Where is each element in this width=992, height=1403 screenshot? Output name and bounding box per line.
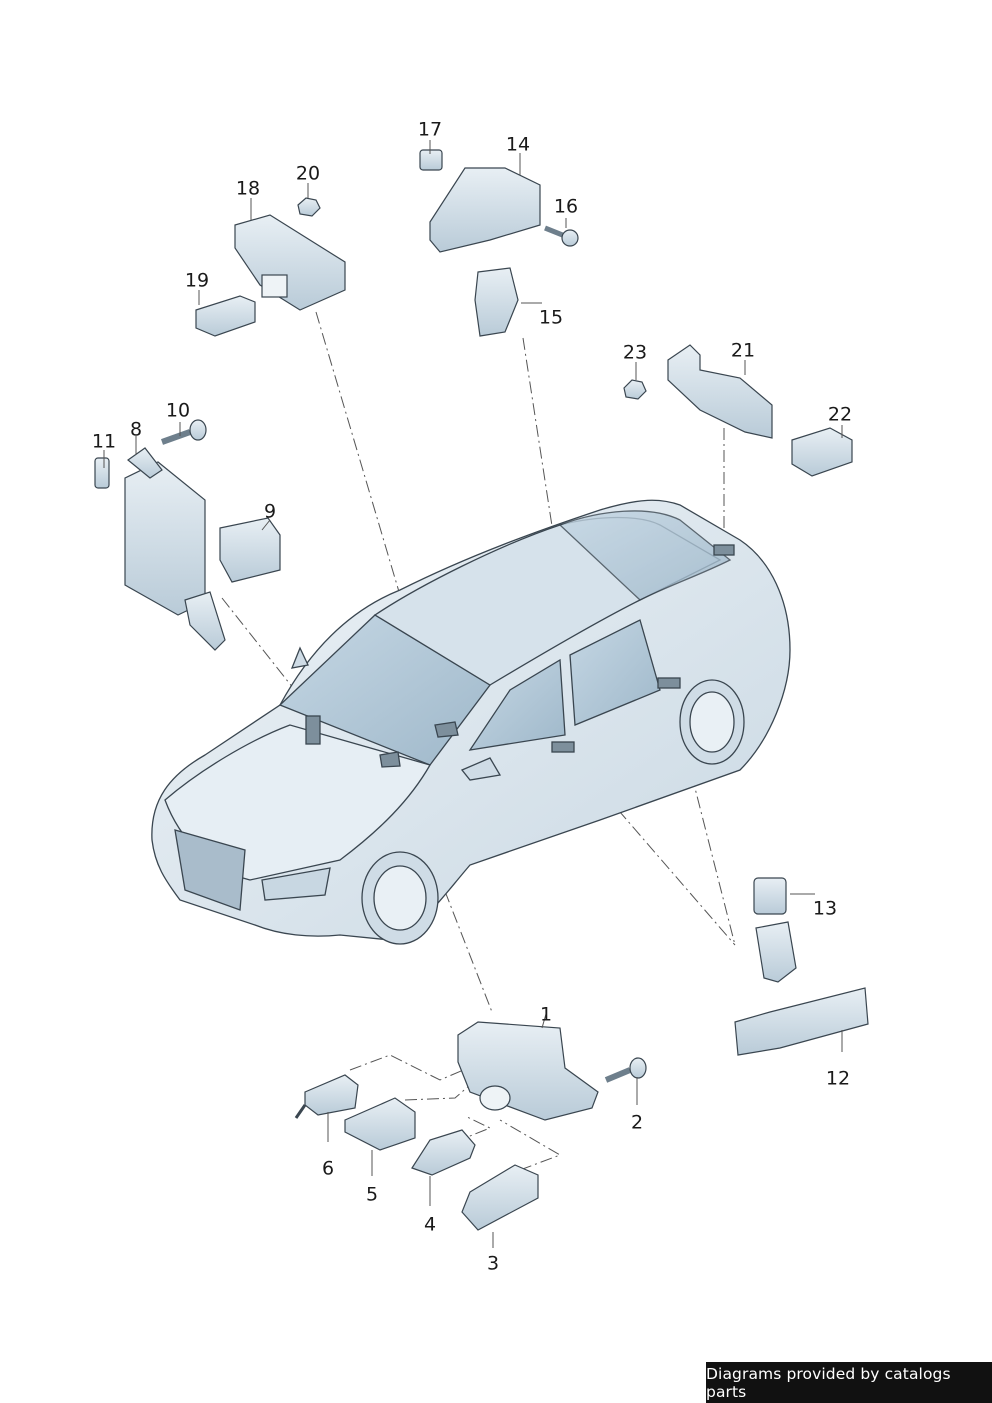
- callout-4: 4: [423, 1213, 437, 1236]
- callout-2: 2: [630, 1111, 644, 1134]
- part-20-nut: [297, 197, 321, 217]
- part-15-connector: [474, 267, 519, 337]
- part-6-cable: [294, 1104, 307, 1119]
- part-4-connector: [411, 1129, 476, 1176]
- callout-13: 13: [812, 897, 838, 920]
- part-18-connector: [261, 274, 288, 298]
- sensor-patch-rear-door: [657, 677, 681, 689]
- part-5-connector: [344, 1097, 416, 1151]
- part-16-screw-head: [561, 229, 579, 247]
- side-window-front: [468, 658, 566, 751]
- part-21-bracket: [667, 344, 773, 439]
- part-2-bolt: [604, 1067, 632, 1083]
- part-9-connector: [219, 517, 281, 583]
- part-8-bracket: [184, 591, 226, 651]
- sensor-patch-sill: [434, 721, 459, 738]
- part-17-clip: [419, 149, 443, 171]
- sensor-patch-front-door: [551, 741, 575, 753]
- part-6-plug: [304, 1074, 359, 1116]
- callout-17: 17: [417, 118, 443, 141]
- part-3-bracket: [461, 1164, 539, 1231]
- callout-15: 15: [538, 306, 564, 329]
- grille: [174, 829, 246, 911]
- callout-22: 22: [827, 403, 853, 426]
- part-19-connector: [195, 295, 256, 337]
- part-10-screw: [160, 429, 192, 445]
- callout-9: 9: [263, 500, 277, 523]
- callout-6: 6: [321, 1157, 335, 1180]
- part-12-handle: [734, 987, 869, 1056]
- callout-21: 21: [730, 339, 756, 362]
- callout-5: 5: [365, 1183, 379, 1206]
- front-wheel-rim: [373, 865, 427, 931]
- mirror: [460, 757, 502, 781]
- car-body: [151, 499, 791, 945]
- rear-wheel-rim: [689, 691, 735, 753]
- part-8-control-unit: [124, 461, 206, 616]
- part-22-connector: [791, 427, 853, 477]
- sensor-patch-roof: [713, 544, 735, 556]
- callout-3: 3: [486, 1252, 500, 1275]
- antenna: [290, 646, 309, 669]
- callout-19: 19: [184, 269, 210, 292]
- callout-12: 12: [825, 1067, 851, 1090]
- callout-10: 10: [165, 399, 191, 422]
- part-12-connector: [755, 921, 797, 983]
- part-2-bolt-head: [629, 1057, 647, 1079]
- part-11-clip: [94, 457, 110, 489]
- part-13-cap: [753, 877, 787, 915]
- part-18-control-unit: [234, 214, 346, 311]
- part-10-screw-head: [189, 419, 207, 441]
- sensor-patch-dash: [379, 751, 401, 768]
- callout-8: 8: [129, 418, 143, 441]
- part-1-sensor: [457, 1021, 599, 1121]
- callout-16: 16: [553, 195, 579, 218]
- callout-11: 11: [91, 430, 117, 453]
- part-16-screw: [544, 225, 566, 239]
- part-8-top-bracket: [127, 447, 163, 479]
- callout-1: 1: [539, 1003, 553, 1026]
- leader-lines: [103, 140, 843, 1248]
- sensor-patch-windshield: [305, 715, 321, 745]
- callout-14: 14: [505, 133, 531, 156]
- callout-20: 20: [295, 162, 321, 185]
- part-23-nut: [623, 379, 647, 400]
- headlight: [261, 867, 331, 901]
- callout-23: 23: [622, 341, 648, 364]
- side-window-rear: [569, 619, 661, 726]
- part-1-sensor-port: [479, 1085, 511, 1111]
- attribution-badge: Diagrams provided by catalogs parts: [706, 1362, 992, 1403]
- callout-18: 18: [235, 177, 261, 200]
- part-14-module: [429, 167, 541, 253]
- rear-window: [558, 510, 732, 601]
